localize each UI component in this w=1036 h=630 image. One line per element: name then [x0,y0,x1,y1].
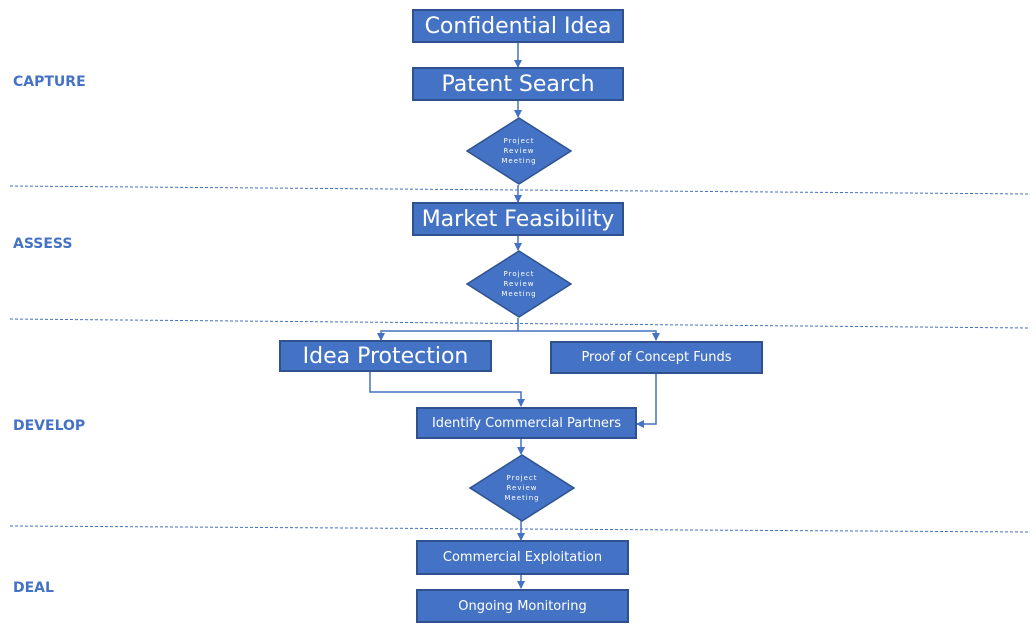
decision-label-line: Meeting [501,157,537,165]
commercial-exploitation-box: Commercial Exploitation [416,540,629,575]
ongoing-monitoring-box: Ongoing Monitoring [416,589,629,623]
connector [518,330,660,341]
proof-of-concept-funds-box: Proof of Concept Funds [550,341,763,374]
decision-label-line: Review [503,147,535,155]
decision-label-line: Project [503,270,535,278]
decision-label-line: Project [503,137,535,145]
divider-develop-deal [9,525,1031,533]
divider-assess-develop [9,318,1031,329]
decision-label-line: Project [506,474,538,482]
decision-label-line: Review [506,484,538,492]
market-feasibility-box: Market Feasibility [412,202,624,236]
decision-label-line: Meeting [504,494,540,502]
divider-capture-assess [9,185,1031,195]
decision-label-line: Review [503,280,535,288]
connector [377,318,519,341]
decision-label-line: Meeting [501,290,537,298]
patent-search-box: Patent Search [412,67,624,101]
stage-label-deal: DEAL [13,580,54,596]
project-review-decision-1: Project Review Meeting [466,117,572,185]
stage-label-develop: DEVELOP [13,418,86,434]
idea-protection-box: Idea Protection [279,340,492,372]
identify-commercial-partners-box: Identify Commercial Partners [416,407,637,439]
connector [369,372,525,407]
stage-label-assess: ASSESS [13,236,73,252]
connector [636,374,657,428]
confidential-idea-box: Confidential Idea [412,9,624,43]
project-review-decision-3: Project Review Meeting [469,454,575,522]
project-review-decision-2: Project Review Meeting [466,250,572,318]
stage-label-capture: CAPTURE [13,74,86,90]
